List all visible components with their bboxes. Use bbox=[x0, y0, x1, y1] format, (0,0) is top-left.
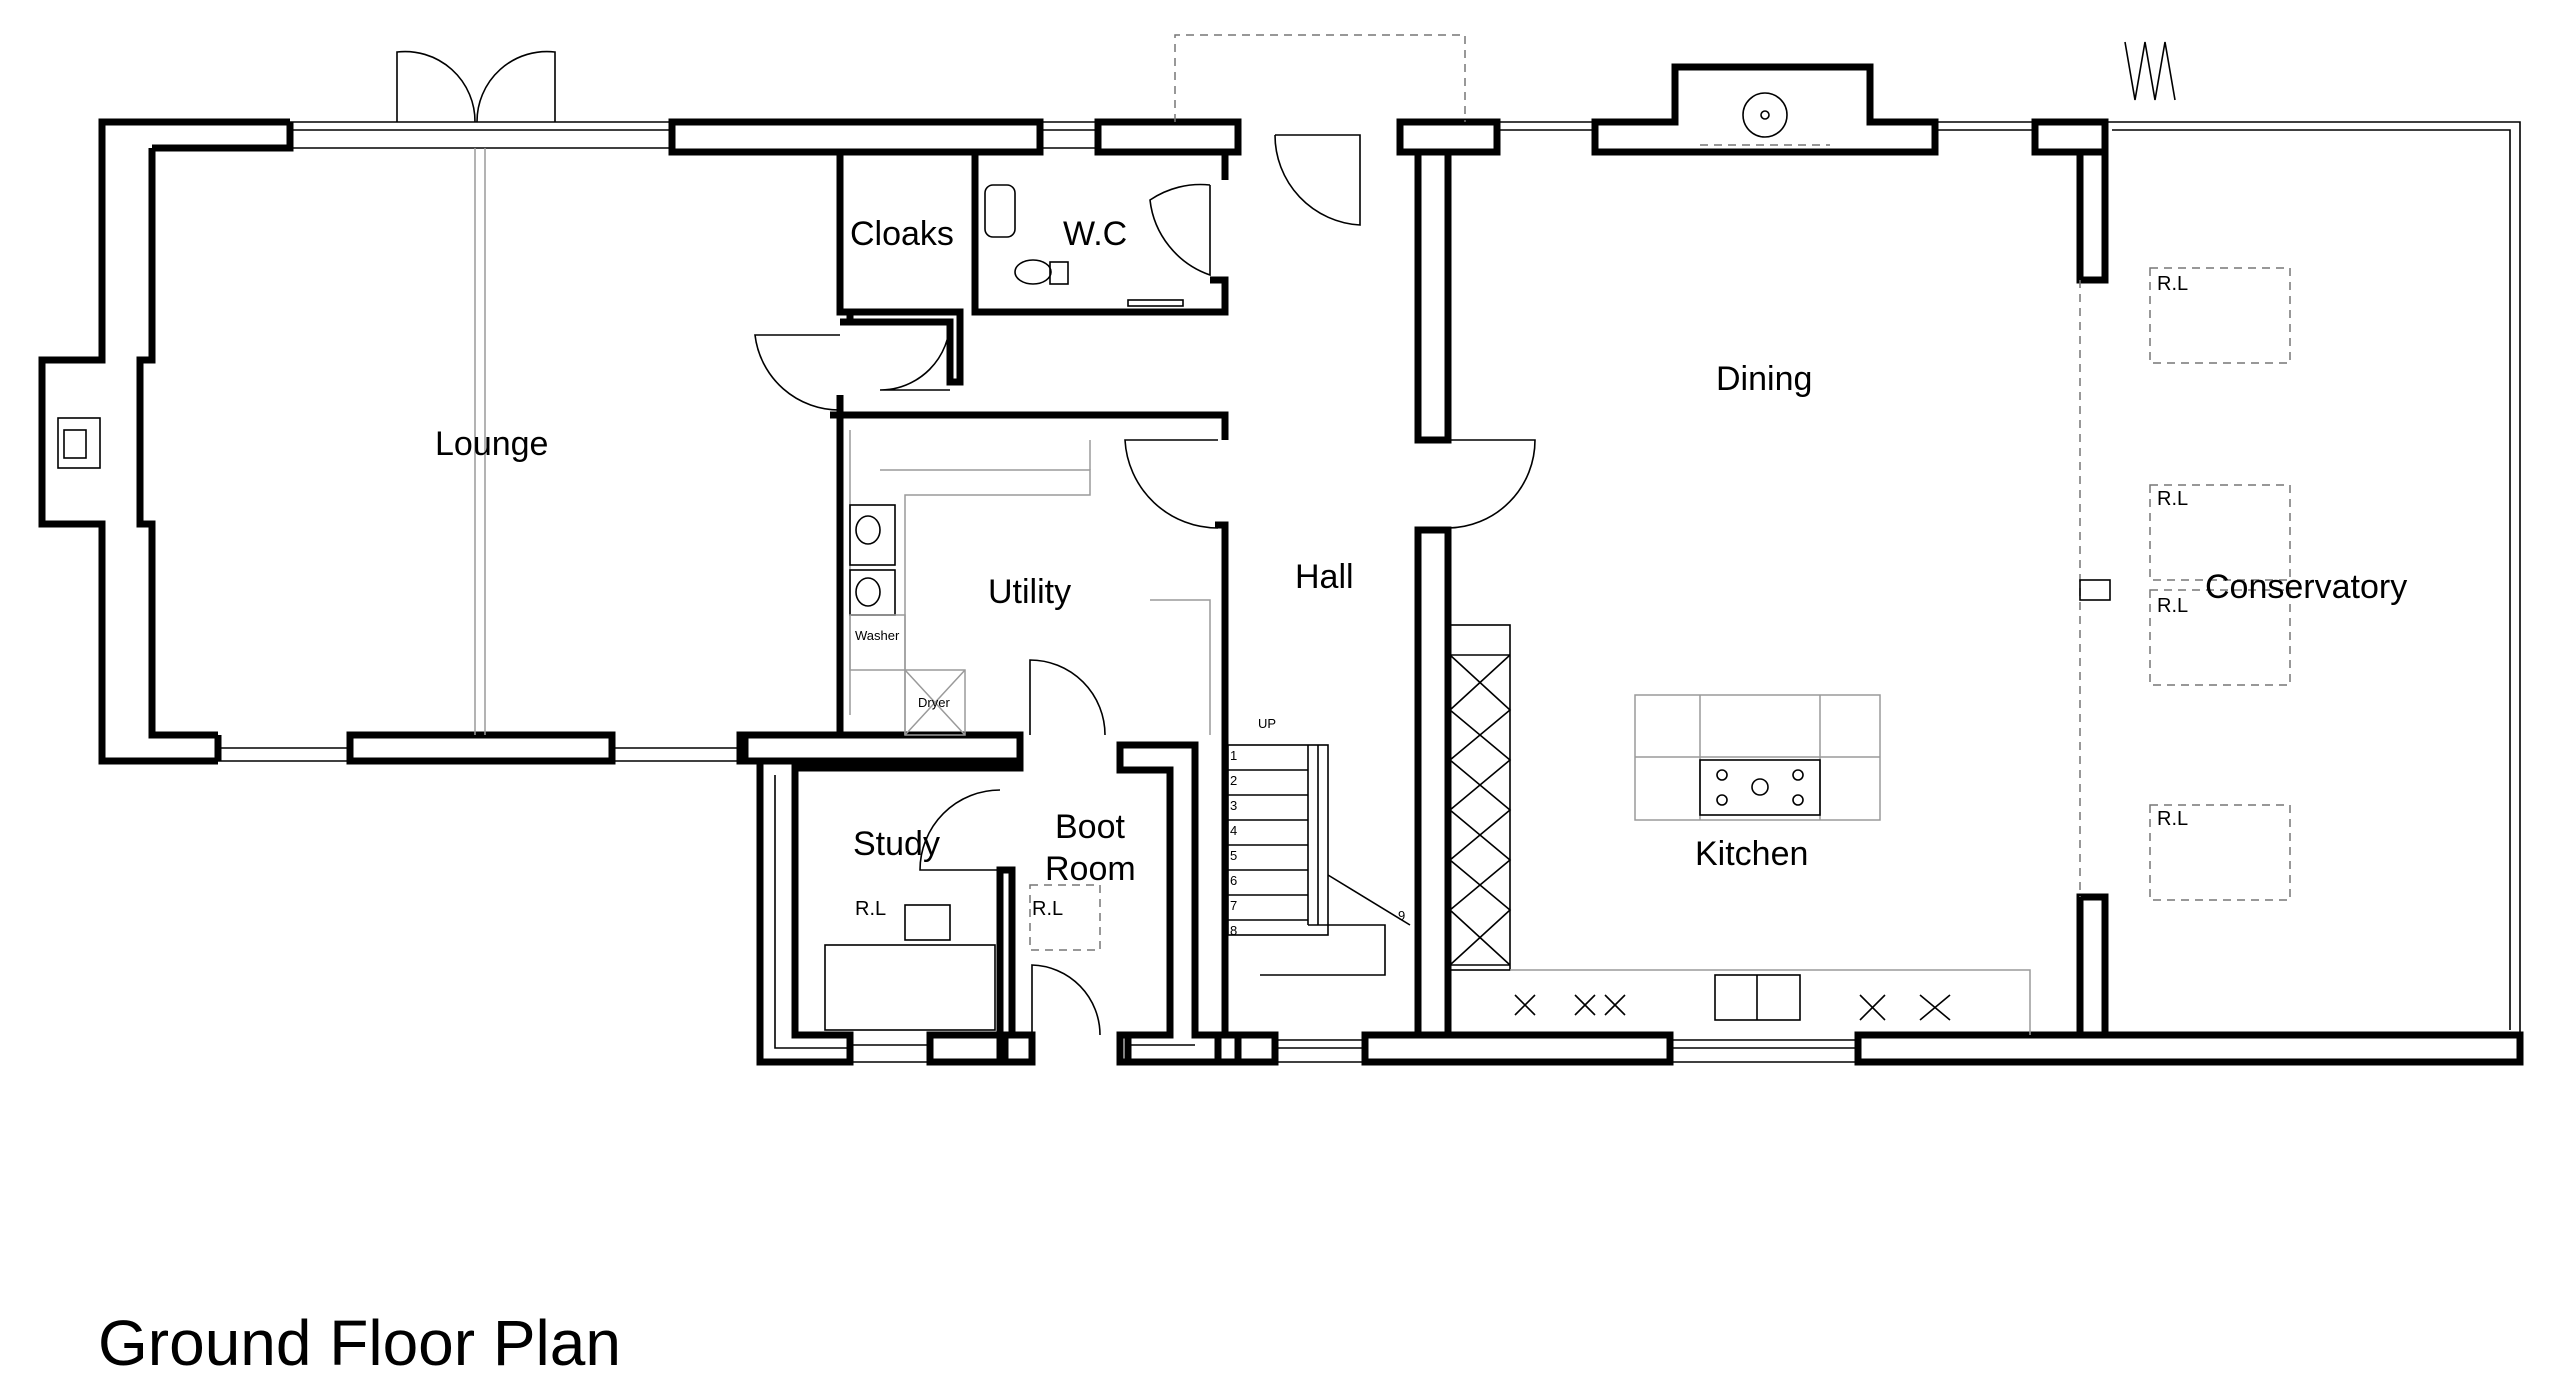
room-label-study: Study bbox=[853, 825, 940, 863]
washer-label: Washer bbox=[855, 628, 900, 643]
room-label-boot: Boot bbox=[1055, 808, 1125, 846]
radiator-label-4: R.L bbox=[2157, 808, 2188, 830]
internal-walls bbox=[830, 148, 1452, 1039]
room-label-hall: Hall bbox=[1295, 558, 1354, 596]
lounge-details bbox=[57, 50, 556, 735]
room-label-lounge: Lounge bbox=[435, 425, 548, 463]
stair-step-4: 4 bbox=[1230, 823, 1237, 838]
room-label-room: Room bbox=[1045, 850, 1136, 888]
room-label-kitchen: Kitchen bbox=[1695, 835, 1808, 873]
staircase: UP 1 2 3 4 5 6 7 8 9 bbox=[1227, 716, 1411, 976]
stair-step-1: 1 bbox=[1230, 748, 1237, 763]
door-swings bbox=[754, 34, 2176, 1036]
radiator-label-3: R.L bbox=[2157, 595, 2188, 617]
stair-step-9: 9 bbox=[1398, 908, 1405, 923]
stair-step-3: 3 bbox=[1230, 798, 1237, 813]
stair-up-label: UP bbox=[1258, 716, 1276, 731]
conservatory-fixtures: R.L R.L R.L R.L bbox=[2079, 267, 2291, 901]
stair-step-8: 8 bbox=[1230, 923, 1237, 938]
wc-fixtures bbox=[984, 184, 1184, 307]
windows bbox=[218, 121, 2035, 1063]
stair-step-7: 7 bbox=[1230, 898, 1237, 913]
utility-fixtures: Washer Dryer bbox=[849, 430, 1211, 736]
kitchen-fixtures bbox=[1448, 92, 2081, 1035]
room-label-wc: W.C bbox=[1063, 215, 1127, 253]
room-label-dining: Dining bbox=[1716, 360, 1812, 398]
stair-step-5: 5 bbox=[1230, 848, 1237, 863]
radiator-label-boot: R.L bbox=[1032, 898, 1063, 920]
room-labels: Lounge Cloaks W.C Utility Hall Dining Ki… bbox=[435, 215, 2407, 888]
room-label-conservatory: Conservatory bbox=[2205, 568, 2407, 606]
radiator-label-1: R.L bbox=[2157, 273, 2188, 295]
radiator-label-2: R.L bbox=[2157, 488, 2188, 510]
external-walls bbox=[38, 63, 2524, 1066]
study-fixtures: R.L R.L bbox=[824, 884, 1101, 1031]
stair-step-6: 6 bbox=[1230, 873, 1237, 888]
plan-title: Ground Floor Plan bbox=[98, 1307, 621, 1379]
radiator-label-study: R.L bbox=[855, 898, 886, 920]
dryer-label: Dryer bbox=[918, 695, 950, 710]
room-label-cloaks: Cloaks bbox=[850, 215, 954, 253]
room-label-utility: Utility bbox=[988, 573, 1071, 611]
stair-step-2: 2 bbox=[1230, 773, 1237, 788]
